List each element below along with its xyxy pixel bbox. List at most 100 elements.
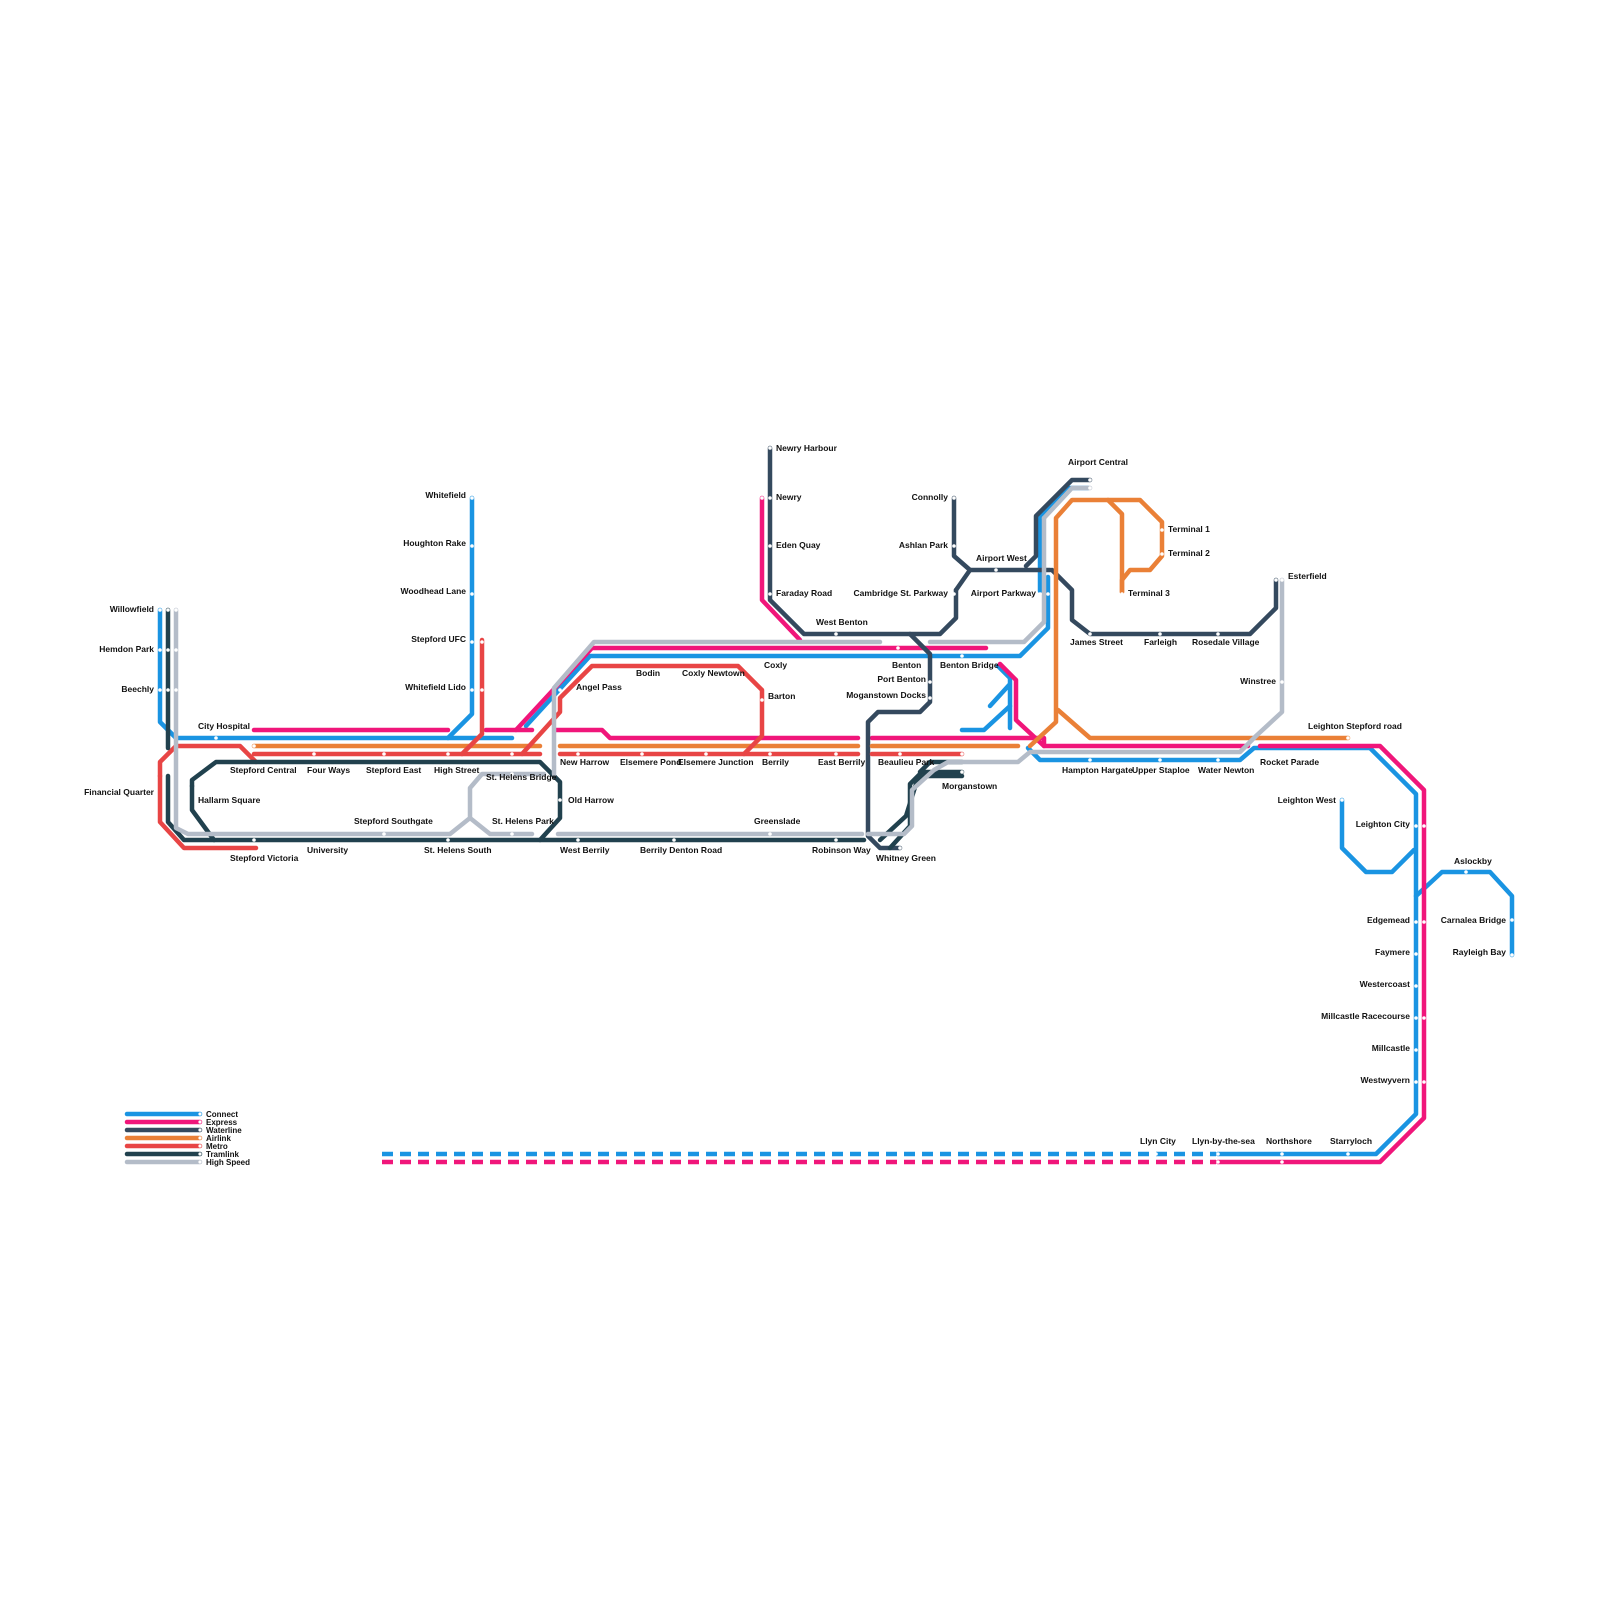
station-label[interactable]: Financial Quarter bbox=[84, 787, 155, 797]
station-label[interactable]: Stepford Central bbox=[230, 765, 297, 775]
station-label[interactable]: Whitney Green bbox=[876, 853, 936, 863]
station-label[interactable]: Winstree bbox=[1240, 676, 1276, 686]
station-label[interactable]: Whitefield Lido bbox=[405, 682, 466, 692]
station-label[interactable]: Water Newton bbox=[1198, 765, 1254, 775]
station-label[interactable]: Berrily bbox=[762, 757, 789, 767]
station-label[interactable]: St. Helens Bridge bbox=[486, 772, 557, 782]
station-dot bbox=[834, 632, 838, 636]
station-label[interactable]: Hampton Hargate bbox=[1062, 765, 1133, 775]
station-label[interactable]: Westercoast bbox=[1360, 979, 1411, 989]
station-label[interactable]: Northshore bbox=[1266, 1136, 1312, 1146]
station-label[interactable]: St. Helens South bbox=[424, 845, 492, 855]
station-label[interactable]: Farleigh bbox=[1144, 637, 1177, 647]
station-label[interactable]: Greenslade bbox=[754, 816, 801, 826]
station-label[interactable]: Leighton Stepford road bbox=[1308, 721, 1402, 731]
station-label[interactable]: Esterfield bbox=[1288, 571, 1327, 581]
station-label[interactable]: Faymere bbox=[1375, 947, 1410, 957]
station-label[interactable]: Elsemere Pond bbox=[620, 757, 681, 767]
station-label[interactable]: High Street bbox=[434, 765, 480, 775]
station-label[interactable]: Stepford UFC bbox=[411, 634, 466, 644]
station-label[interactable]: City Hospital bbox=[198, 721, 250, 731]
station-label[interactable]: Eden Quay bbox=[776, 540, 821, 550]
station-label[interactable]: Airport Parkway bbox=[971, 588, 1036, 598]
station-label[interactable]: Four Ways bbox=[307, 765, 350, 775]
station-label[interactable]: Houghton Rake bbox=[403, 538, 466, 548]
station-label[interactable]: Bodin bbox=[636, 668, 660, 678]
station-label[interactable]: Edgemead bbox=[1367, 915, 1410, 925]
station-label[interactable]: Barton bbox=[768, 691, 795, 701]
station-label[interactable]: Faraday Road bbox=[776, 588, 832, 598]
station-label[interactable]: Morganstown bbox=[942, 781, 997, 791]
station-label[interactable]: Coxly bbox=[764, 660, 787, 670]
station-label[interactable]: Port Benton bbox=[877, 674, 926, 684]
station-dot bbox=[1154, 1152, 1158, 1156]
map-legend: ConnectExpressWaterlineAirlinkMetroTraml… bbox=[124, 1110, 250, 1167]
station-label[interactable]: Rosedale Village bbox=[1192, 637, 1260, 647]
station-label[interactable]: Moganstown Docks bbox=[846, 690, 926, 700]
station-label[interactable]: Beechly bbox=[121, 684, 154, 694]
station-dot bbox=[1280, 752, 1284, 756]
station-dot bbox=[760, 496, 764, 500]
station-label[interactable]: Millcastle Racecourse bbox=[1321, 1011, 1410, 1021]
station-label[interactable]: Rayleigh Bay bbox=[1453, 947, 1507, 957]
station-label[interactable]: Old Harrow bbox=[568, 795, 614, 805]
waterline-line-newry bbox=[767, 445, 959, 637]
station-label[interactable]: Aslockby bbox=[1454, 856, 1492, 866]
station-label[interactable]: New Harrow bbox=[560, 757, 610, 767]
station-label[interactable]: Newry bbox=[776, 492, 802, 502]
station-label[interactable]: Stepford East bbox=[366, 765, 421, 775]
station-dot bbox=[928, 696, 932, 700]
station-label[interactable]: Leighton West bbox=[1278, 795, 1337, 805]
station-label[interactable]: Berrily Denton Road bbox=[640, 845, 722, 855]
station-dot bbox=[952, 496, 956, 500]
station-label[interactable]: Stepford Southgate bbox=[354, 816, 433, 826]
station-label[interactable]: Millcastle bbox=[1372, 1043, 1411, 1053]
station-label[interactable]: Willowfield bbox=[110, 604, 154, 614]
station-label[interactable]: Benton Bridge bbox=[940, 660, 999, 670]
station-label[interactable]: Upper Staploe bbox=[1132, 765, 1190, 775]
station-label[interactable]: Connolly bbox=[912, 492, 949, 502]
station-label[interactable]: West Berrily bbox=[560, 845, 610, 855]
station-dot bbox=[960, 752, 964, 756]
station-label[interactable]: University bbox=[307, 845, 348, 855]
station-label[interactable]: Stepford Victoria bbox=[230, 853, 299, 863]
station-label[interactable]: Leighton City bbox=[1356, 819, 1411, 829]
station-label[interactable]: Woodhead Lane bbox=[401, 586, 467, 596]
station-label[interactable]: Angel Pass bbox=[576, 682, 622, 692]
station-label[interactable]: Airport West bbox=[976, 553, 1027, 563]
station-label[interactable]: Westwyvern bbox=[1361, 1075, 1410, 1085]
station-label[interactable]: Robinson Way bbox=[812, 845, 871, 855]
station-label[interactable]: Cambridge St. Parkway bbox=[854, 588, 949, 598]
station-dot bbox=[470, 640, 474, 644]
station-dot bbox=[1280, 1152, 1284, 1156]
station-dot bbox=[1414, 1080, 1418, 1084]
station-label[interactable]: Hallarm Square bbox=[198, 795, 261, 805]
station-label[interactable]: West Benton bbox=[816, 617, 868, 627]
station-label[interactable]: Hemdon Park bbox=[99, 644, 154, 654]
station-label[interactable]: Terminal 3 bbox=[1128, 588, 1170, 598]
station-label[interactable]: Benton bbox=[892, 660, 921, 670]
station-label[interactable]: Coxly Newtown bbox=[682, 668, 745, 678]
station-label[interactable]: Whitefield bbox=[425, 490, 466, 500]
legend-dot bbox=[198, 1136, 202, 1140]
station-label[interactable]: Rocket Parade bbox=[1260, 757, 1319, 767]
station-dot bbox=[760, 698, 764, 702]
station-label[interactable]: St. Helens Park bbox=[492, 816, 554, 826]
station-label[interactable]: Elsemere Junction bbox=[678, 757, 754, 767]
station-label[interactable]: Newry Harbour bbox=[776, 443, 838, 453]
station-dot bbox=[1414, 1048, 1418, 1052]
station-label[interactable]: James Street bbox=[1070, 637, 1123, 647]
station-label[interactable]: Carnalea Bridge bbox=[1441, 915, 1506, 925]
express-line-bentonbridge bbox=[997, 661, 1047, 749]
station-label[interactable]: Terminal 2 bbox=[1168, 548, 1210, 558]
station-label[interactable]: Llyn City bbox=[1140, 1136, 1176, 1146]
station-label[interactable]: Starryloch bbox=[1330, 1136, 1372, 1146]
station-label[interactable]: Terminal 1 bbox=[1168, 524, 1210, 534]
station-label[interactable]: East Berrily bbox=[818, 757, 866, 767]
station-label[interactable]: Airport Central bbox=[1068, 457, 1128, 467]
station-label[interactable]: Ashlan Park bbox=[899, 540, 948, 550]
station-label[interactable]: Llyn-by-the-sea bbox=[1192, 1136, 1255, 1146]
station-label[interactable]: Beaulieu Park bbox=[878, 757, 934, 767]
connect-line-aslockby bbox=[1413, 869, 1515, 958]
station-dot bbox=[1510, 918, 1514, 922]
